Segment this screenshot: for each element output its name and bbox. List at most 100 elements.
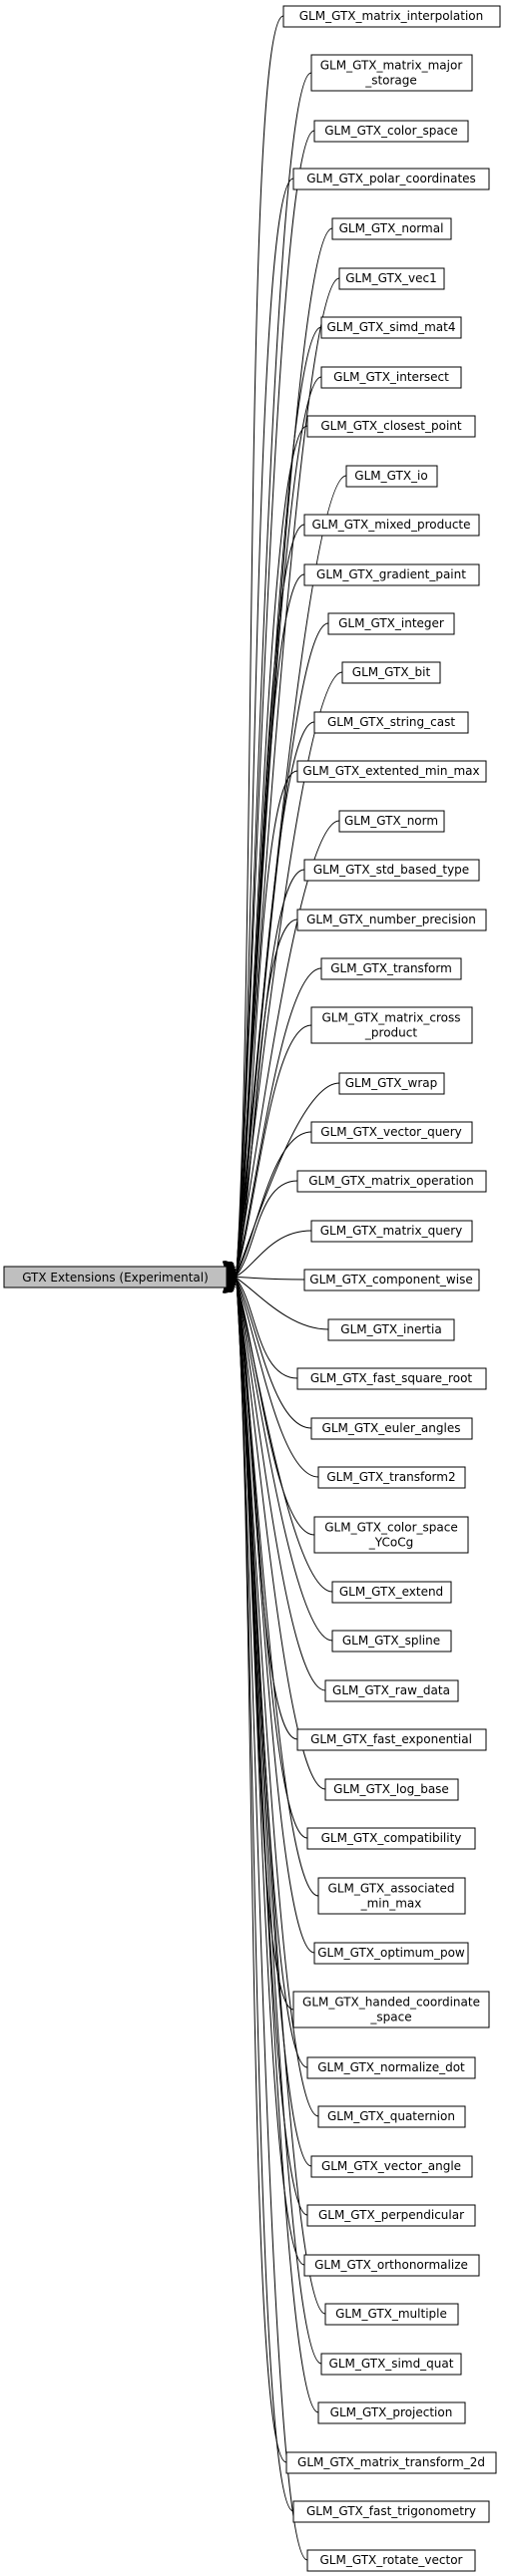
module-node-glm-gtx-quaternion[interactable]: GLM_GTX_quaternion bbox=[317, 2105, 466, 2128]
edge-glm-gtx-wrap bbox=[236, 1082, 340, 1274]
module-node-glm-gtx-fast-square-root[interactable]: GLM_GTX_fast_square_root bbox=[296, 1367, 487, 1390]
module-node-box bbox=[282, 5, 501, 28]
module-node-box bbox=[296, 1170, 487, 1193]
module-node-glm-gtx-polar-coordinates[interactable]: GLM_GTX_polar_coordinates bbox=[292, 168, 490, 190]
module-node-label: GLM_GTX_bit bbox=[352, 665, 431, 679]
module-node-glm-gtx-matrix-operation[interactable]: GLM_GTX_matrix_operation bbox=[296, 1170, 487, 1193]
module-node-glm-gtx-simd-quat[interactable]: GLM_GTX_simd_quat bbox=[320, 2353, 462, 2376]
module-node-glm-gtx-matrix-cross-product[interactable]: GLM_GTX_matrix_cross_product bbox=[310, 1006, 473, 1044]
module-node-glm-gtx-log-base[interactable]: GLM_GTX_log_base bbox=[324, 1778, 459, 1801]
module-node-box bbox=[313, 711, 469, 734]
module-node-glm-gtx-orthonormalize[interactable]: GLM_GTX_orthonormalize bbox=[303, 2254, 480, 2277]
module-node-glm-gtx-optimum-pow[interactable]: GLM_GTX_optimum_pow bbox=[313, 1942, 469, 1965]
module-node-label: GLM_GTX_color_space bbox=[324, 124, 458, 138]
module-node-glm-gtx-color-space[interactable]: GLM_GTX_color_space bbox=[313, 120, 469, 143]
module-node-glm-gtx-multiple[interactable]: GLM_GTX_multiple bbox=[324, 2303, 459, 2326]
module-node-label-line: GLM_GTX_std_based_type bbox=[313, 863, 469, 877]
module-node-label: GLM_GTX_mixed_producte bbox=[311, 518, 470, 532]
module-node-glm-gtx-transform2[interactable]: GLM_GTX_transform2 bbox=[317, 1466, 466, 1489]
module-node-glm-gtx-vector-query[interactable]: GLM_GTX_vector_query bbox=[310, 1121, 473, 1144]
root-node-label: GTX Extensions (Experimental) bbox=[22, 1271, 209, 1285]
module-node-label-line: GLM_GTX_fast_square_root bbox=[310, 1371, 473, 1385]
root-node-box bbox=[3, 1266, 228, 1288]
edge-glm-gtx-gradient-paint bbox=[236, 573, 305, 1273]
module-node-glm-gtx-projection[interactable]: GLM_GTX_projection bbox=[317, 2401, 466, 2424]
module-node-glm-gtx-fast-trigonometry[interactable]: GLM_GTX_fast_trigonometry bbox=[292, 2500, 490, 2523]
edge-glm-gtx-log-base bbox=[236, 1282, 326, 1790]
module-node-box bbox=[292, 1991, 490, 2028]
module-node-box bbox=[310, 1006, 473, 1044]
module-node-label: GLM_GTX_color_space_YCoCg bbox=[324, 1521, 458, 1550]
module-node-glm-gtx-compatibility[interactable]: GLM_GTX_compatibility bbox=[306, 1827, 476, 1850]
module-node-glm-gtx-std-based-type[interactable]: GLM_GTX_std_based_type bbox=[303, 859, 480, 882]
module-node-label-line: GLM_GTX_spline bbox=[342, 1634, 440, 1648]
module-node-glm-gtx-normal[interactable]: GLM_GTX_normal bbox=[331, 217, 452, 240]
module-node-glm-gtx-string-cast[interactable]: GLM_GTX_string_cast bbox=[313, 711, 469, 734]
module-node-box bbox=[324, 1778, 459, 1801]
module-node-glm-gtx-simd-mat4[interactable]: GLM_GTX_simd_mat4 bbox=[320, 316, 462, 339]
module-node-glm-gtx-mixed-producte[interactable]: GLM_GTX_mixed_producte bbox=[303, 514, 480, 537]
edge-glm-gtx-extented-min-max bbox=[236, 770, 298, 1273]
module-node-glm-gtx-io[interactable]: GLM_GTX_io bbox=[345, 465, 438, 488]
module-node-glm-gtx-raw-data[interactable]: GLM_GTX_raw_data bbox=[324, 1679, 459, 1702]
module-node-glm-gtx-fast-exponential[interactable]: GLM_GTX_fast_exponential bbox=[296, 1728, 487, 1751]
module-node-glm-gtx-transform[interactable]: GLM_GTX_transform bbox=[320, 957, 462, 980]
module-node-glm-gtx-number-precision[interactable]: GLM_GTX_number_precision bbox=[296, 909, 487, 931]
edge-glm-gtx-raw-data bbox=[236, 1282, 326, 1691]
module-node-label-line: GLM_GTX_transform bbox=[330, 961, 452, 975]
module-node-label: GLM_GTX_string_cast bbox=[327, 715, 455, 729]
module-node-glm-gtx-color-space-ycocg[interactable]: GLM_GTX_color_space_YCoCg bbox=[313, 1516, 469, 1554]
root-node-gtx-extensions[interactable]: GTX Extensions (Experimental) bbox=[3, 1266, 228, 1288]
module-node-glm-gtx-bit[interactable]: GLM_GTX_bit bbox=[341, 661, 441, 684]
module-node-glm-gtx-component-wise[interactable]: GLM_GTX_component_wise bbox=[303, 1269, 480, 1291]
module-node-label-line: GLM_GTX_matrix_transform_2d bbox=[297, 2455, 485, 2469]
module-node-glm-gtx-euler-angles[interactable]: GLM_GTX_euler_angles bbox=[310, 1417, 473, 1440]
module-node-glm-gtx-perpendicular[interactable]: GLM_GTX_perpendicular bbox=[306, 2204, 476, 2227]
module-node-label-line: GLM_GTX_vector_angle bbox=[321, 2159, 461, 2173]
module-node-glm-gtx-extend[interactable]: GLM_GTX_extend bbox=[331, 1581, 452, 1604]
module-node-glm-gtx-matrix-interpolation[interactable]: GLM_GTX_matrix_interpolation bbox=[282, 5, 501, 28]
module-node-label: GLM_GTX_matrix_interpolation bbox=[299, 9, 483, 23]
module-node-label-line: GLM_GTX_handed_coordinate bbox=[302, 1996, 480, 2010]
module-node-box bbox=[310, 2155, 473, 2178]
module-node-glm-gtx-vector-angle[interactable]: GLM_GTX_vector_angle bbox=[310, 2155, 473, 2178]
module-node-glm-gtx-normalize-dot[interactable]: GLM_GTX_normalize_dot bbox=[306, 2056, 476, 2079]
module-node-glm-gtx-closest-point[interactable]: GLM_GTX_closest_point bbox=[306, 415, 476, 438]
module-node-box bbox=[341, 661, 441, 684]
edge-glm-gtx-closest-point bbox=[236, 425, 308, 1273]
edge-glm-gtx-transform bbox=[236, 967, 322, 1273]
module-node-label: GLM_GTX_normal bbox=[339, 221, 444, 235]
module-node-glm-gtx-inertia[interactable]: GLM_GTX_inertia bbox=[327, 1318, 455, 1341]
module-node-glm-gtx-spline[interactable]: GLM_GTX_spline bbox=[331, 1630, 452, 1653]
module-node-box bbox=[306, 2056, 476, 2079]
module-node-glm-gtx-integer[interactable]: GLM_GTX_integer bbox=[327, 612, 455, 635]
module-node-box bbox=[331, 1581, 452, 1604]
module-node-glm-gtx-associated-min-max[interactable]: GLM_GTX_associated_min_max bbox=[317, 1877, 466, 1915]
module-node-label-line: GLM_GTX_optimum_pow bbox=[317, 1946, 465, 1960]
module-node-label: GLM_GTX_quaternion bbox=[327, 2109, 455, 2123]
module-node-label: GLM_GTX_normalize_dot bbox=[317, 2060, 465, 2074]
module-node-box bbox=[306, 1827, 476, 1850]
module-node-glm-gtx-gradient-paint[interactable]: GLM_GTX_gradient_paint bbox=[303, 563, 480, 586]
module-node-glm-gtx-matrix-major-storage[interactable]: GLM_GTX_matrix_major_storage bbox=[310, 54, 473, 92]
module-node-glm-gtx-intersect[interactable]: GLM_GTX_intersect bbox=[320, 366, 462, 389]
edge-glm-gtx-mixed-producte bbox=[236, 524, 305, 1273]
module-node-glm-gtx-matrix-query[interactable]: GLM_GTX_matrix_query bbox=[310, 1220, 473, 1243]
module-node-label-line: GLM_GTX_gradient_paint bbox=[316, 567, 466, 581]
module-node-box bbox=[292, 168, 490, 190]
module-node-label-line: GLM_GTX_simd_quat bbox=[329, 2357, 454, 2371]
module-node-glm-gtx-wrap[interactable]: GLM_GTX_wrap bbox=[338, 1072, 445, 1095]
module-node-label: GLM_GTX_gradient_paint bbox=[316, 567, 466, 581]
module-node-glm-gtx-extented-min-max[interactable]: GLM_GTX_extented_min_max bbox=[296, 760, 487, 783]
module-node-glm-gtx-handed-coordinate-space[interactable]: GLM_GTX_handed_coordinate_space bbox=[292, 1991, 490, 2028]
module-node-label: GLM_GTX_log_base bbox=[333, 1782, 449, 1796]
module-node-label-line: GLM_GTX_projection bbox=[330, 2405, 453, 2419]
module-node-glm-gtx-norm[interactable]: GLM_GTX_norm bbox=[338, 810, 445, 833]
module-node-box bbox=[310, 1417, 473, 1440]
module-node-glm-gtx-vec1[interactable]: GLM_GTX_vec1 bbox=[338, 267, 445, 290]
module-node-label: GLM_GTX_vector_angle bbox=[321, 2159, 461, 2173]
module-node-box bbox=[313, 120, 469, 143]
module-node-glm-gtx-rotate-vector[interactable]: GLM_GTX_rotate_vector bbox=[306, 2549, 476, 2572]
module-node-glm-gtx-matrix-transform-2d[interactable]: GLM_GTX_matrix_transform_2d bbox=[285, 2451, 497, 2474]
